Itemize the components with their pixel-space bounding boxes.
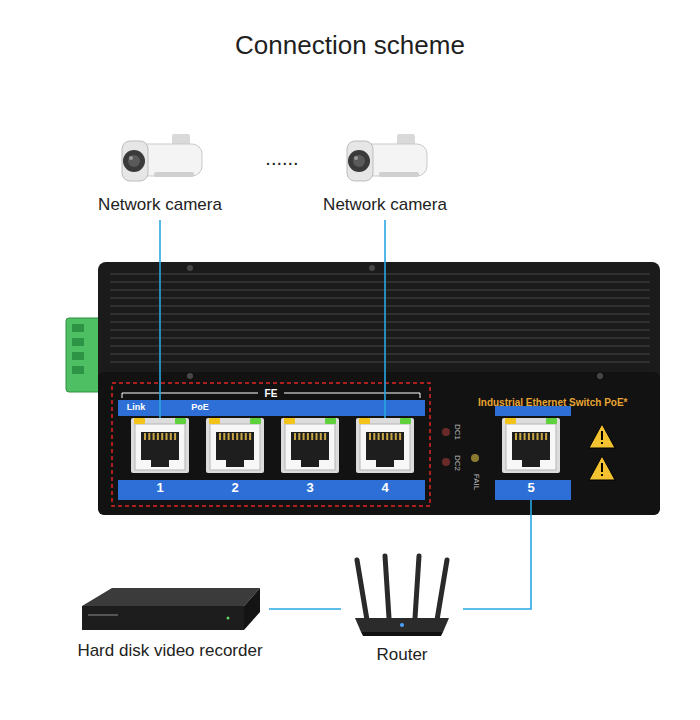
device-name: Network camera: [323, 194, 447, 216]
warning-mark: [601, 431, 603, 440]
indicator-led: [471, 454, 479, 462]
indicator-label: DC1: [453, 424, 462, 440]
switch-model: Industrial Ethernet Switch PoE*: [478, 397, 627, 409]
screw: [187, 265, 193, 271]
video-recorder: Hard disk video recorder: [71, 578, 269, 666]
indicator-led: [442, 428, 450, 436]
ethernet-switch: Industrial Ethernet Switch PoE* 1 2 3 4 5: [98, 262, 660, 515]
network-cable: [384, 220, 386, 418]
rj45-jack: [502, 418, 560, 473]
screw: [597, 373, 603, 379]
port-number: 3: [281, 480, 339, 496]
led-label: Link: [127, 403, 146, 413]
led-label: PoE: [191, 403, 209, 413]
indicator-led: [442, 458, 450, 466]
indicator-label: DC2: [453, 455, 462, 471]
rj45-jack: [206, 418, 264, 473]
port-number: 2: [206, 480, 264, 496]
rj45-jack: [131, 418, 189, 473]
warning-sign: [589, 424, 615, 448]
warning-mark: [601, 442, 603, 444]
camera-icon: [339, 132, 431, 192]
device-name: Network camera: [98, 194, 222, 216]
label-band: [495, 480, 571, 500]
router-icon: [347, 552, 457, 642]
device-name: Hard disk video recorder: [77, 640, 262, 662]
network-cable: [159, 220, 161, 418]
camera-icon: [114, 132, 206, 192]
label-band: [118, 400, 425, 416]
port-number: 4: [356, 480, 414, 496]
label-band: [118, 480, 425, 500]
warning-sign: [589, 456, 615, 480]
network-cable: [463, 500, 531, 609]
warning-mark: [601, 463, 603, 472]
terminal-screw: [72, 324, 84, 332]
rj45-jack: [356, 418, 414, 473]
device-name: Router: [376, 644, 427, 666]
ellipsis-mark: ......: [265, 147, 298, 169]
screw: [187, 373, 193, 379]
port-number: 1: [131, 480, 189, 496]
rj45-jack: [281, 418, 339, 473]
switch-port: 4: [356, 418, 414, 500]
front-panel: [98, 372, 660, 515]
switch-housing: [98, 262, 660, 515]
indicator-label: FAIL: [472, 474, 481, 490]
port-number: 5: [502, 480, 560, 496]
terminal-screw: [72, 352, 84, 360]
switch-port: 1: [131, 418, 189, 500]
switch-port: 5: [502, 418, 560, 500]
cooling-ridges: [110, 274, 650, 362]
switch-port: 2: [206, 418, 264, 500]
router-node: Router: [341, 548, 463, 670]
diagram-title: Connection scheme: [0, 30, 700, 61]
recorder-icon: [78, 582, 263, 638]
screw: [369, 265, 375, 271]
port-group-label: FE: [265, 388, 278, 399]
warning-mark: [601, 474, 603, 476]
terminal-screw: [72, 338, 84, 346]
terminal-screw: [72, 366, 84, 374]
camera-node: Network camera: [317, 128, 453, 220]
camera-node: Network camera: [92, 128, 228, 220]
switch-port: 3: [281, 418, 339, 500]
network-cable: [269, 608, 341, 610]
